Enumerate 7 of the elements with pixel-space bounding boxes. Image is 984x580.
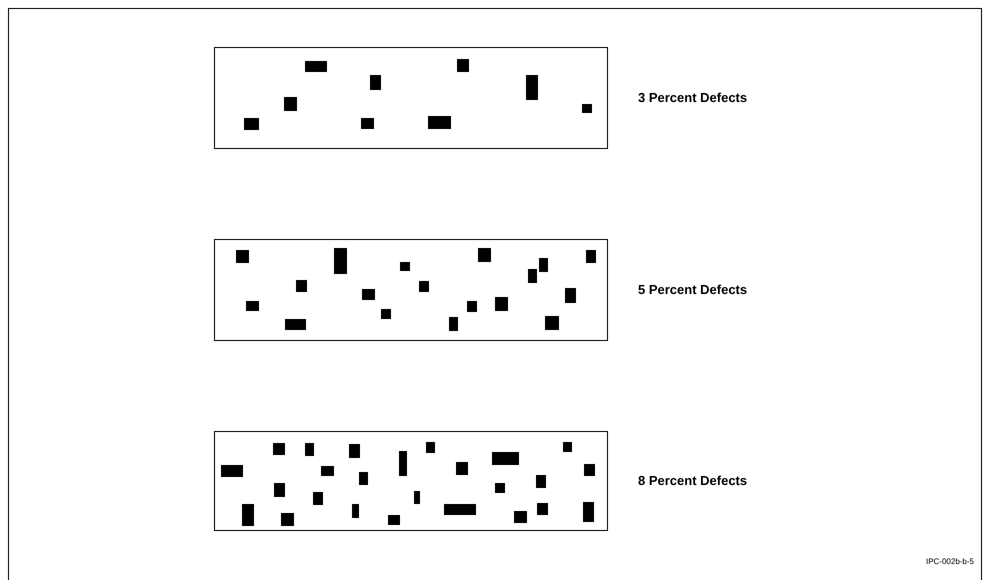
defect-rate-label: 8 Percent Defects xyxy=(638,473,748,488)
board-panel xyxy=(214,431,608,531)
board-panel xyxy=(214,47,608,149)
board-panel xyxy=(214,239,608,341)
defect-rate-label: 3 Percent Defects xyxy=(638,90,748,105)
defect-rate-label: 5 Percent Defects xyxy=(638,282,748,297)
figure-id: IPC-002b-b-5 xyxy=(926,557,974,566)
